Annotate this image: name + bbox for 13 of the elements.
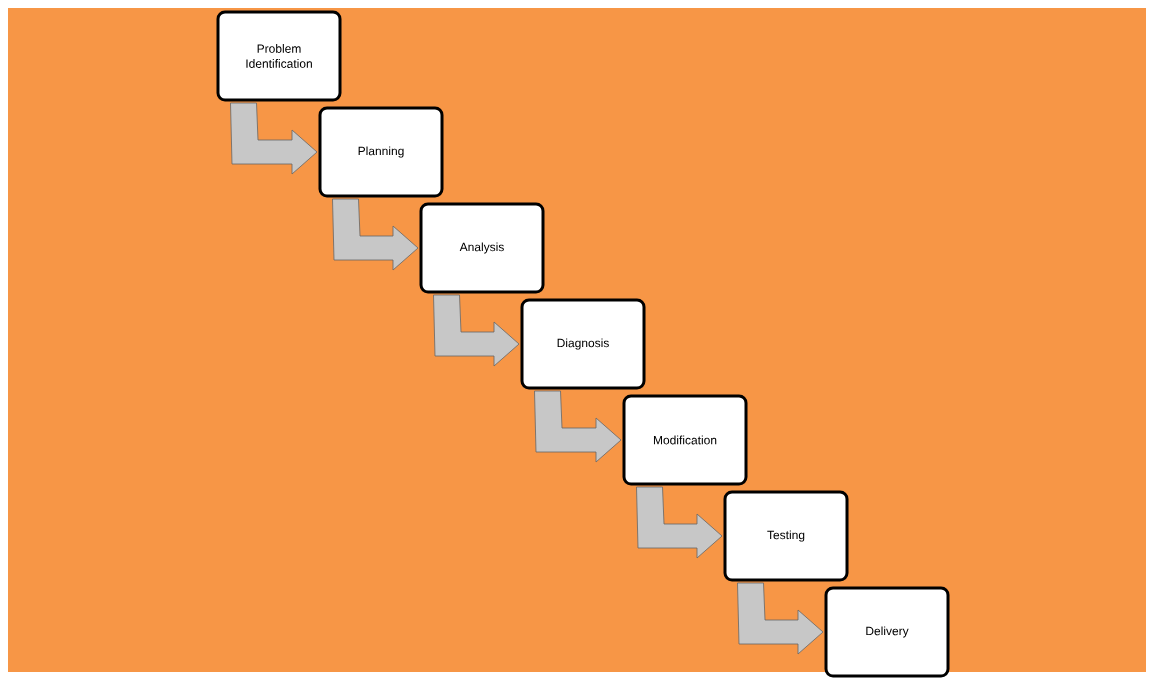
elbow-arrow [433, 294, 520, 367]
process-box: Delivery [824, 586, 950, 678]
process-box: Diagnosis [520, 298, 646, 390]
process-box: Problem Identification [216, 10, 342, 102]
process-box: Modification [622, 394, 748, 486]
elbow-arrow [737, 582, 824, 655]
elbow-arrow [332, 198, 419, 271]
elbow-arrow [534, 390, 622, 463]
process-box: Testing [723, 490, 849, 582]
process-box: Analysis [419, 202, 545, 294]
elbow-arrow [636, 486, 723, 559]
elbow-arrow [230, 102, 318, 175]
process-box: Planning [318, 106, 444, 198]
